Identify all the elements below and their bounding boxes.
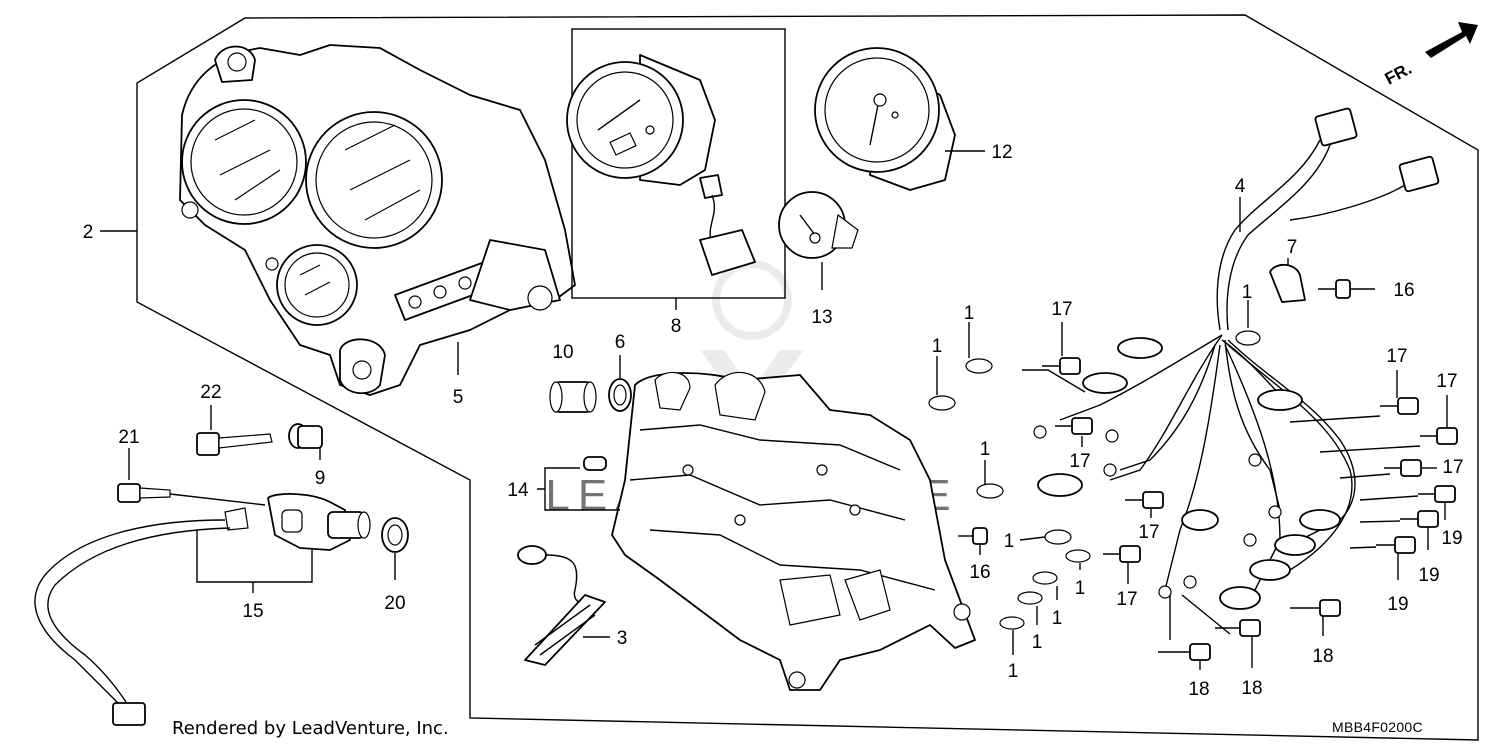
- part-label-17-c: 17: [1138, 522, 1159, 543]
- bolt-22-illustration: [196, 432, 273, 456]
- part-label-8: 8: [671, 316, 682, 337]
- part-label-1-c: 1: [932, 336, 943, 357]
- part-label-19-c: 19: [1387, 594, 1408, 615]
- part-label-1-b: 1: [964, 303, 975, 324]
- part-label-5: 5: [453, 387, 464, 408]
- part-label-1-h: 1: [1032, 632, 1043, 653]
- part-label-1-f: 1: [1075, 578, 1086, 599]
- part-label-10: 10: [552, 342, 573, 363]
- sub-harness-illustration: [517, 545, 606, 666]
- part-label-17-d: 17: [1116, 589, 1137, 610]
- washer-20-illustration: [381, 517, 409, 553]
- part-label-21: 21: [118, 427, 139, 448]
- part-label-3: 3: [617, 628, 628, 649]
- tachometer-illustration: [566, 54, 756, 276]
- part-label-1-e: 1: [1004, 531, 1015, 552]
- part-label-15: 15: [242, 601, 263, 622]
- rendered-by-footer: Rendered by LeadVenture, Inc.: [172, 718, 449, 739]
- clamp-7-illustration: [1269, 263, 1306, 303]
- part-label-19-b: 19: [1418, 565, 1439, 586]
- part-label-14: 14: [507, 480, 529, 501]
- bulb-14-illustration: [583, 456, 607, 471]
- collar-9-illustration: [288, 423, 323, 449]
- part-label-6: 6: [615, 332, 626, 353]
- sockets-18-illustration: [1158, 599, 1341, 661]
- part-label-16-lower: 16: [969, 562, 990, 583]
- sockets-17-illustration: [1042, 357, 1458, 563]
- wire-harness-illustration: [1033, 107, 1440, 610]
- part-label-16-top: 16: [1393, 280, 1414, 301]
- assembly-outline: [136, 14, 1479, 741]
- part-label-1-d: 1: [980, 439, 991, 460]
- part-label-1-g: 1: [1052, 608, 1063, 629]
- screw-16-top-illustration: [1318, 279, 1351, 299]
- speedometer-illustration: [814, 47, 956, 191]
- part-label-1-a: 1: [1242, 282, 1253, 303]
- part-label-13: 13: [811, 307, 832, 328]
- speed-sensor-illustration: [34, 493, 371, 726]
- part-label-20: 20: [384, 593, 405, 614]
- part-label-2: 2: [83, 222, 94, 243]
- tachometer-box: [571, 28, 786, 299]
- part-label-18-b: 18: [1241, 678, 1262, 699]
- bulbs-1-illustration: [928, 330, 1261, 630]
- part-label-18-c: 18: [1312, 646, 1333, 667]
- part-label-1-i: 1: [1008, 661, 1019, 682]
- direction-label: FR.: [1382, 59, 1415, 89]
- part-label-7: 7: [1287, 237, 1298, 258]
- bolt-21-illustration: [117, 483, 171, 503]
- front-direction-arrow-icon: FR.: [1382, 22, 1478, 89]
- part-label-19-a: 19: [1441, 528, 1462, 549]
- part-label-12: 12: [991, 142, 1012, 163]
- small-gauge-illustration: [778, 191, 859, 259]
- part-label-17-f: 17: [1436, 371, 1457, 392]
- part-label-18-a: 18: [1188, 679, 1209, 700]
- part-label-17-a: 17: [1051, 299, 1072, 320]
- sockets-19-illustration: [1376, 485, 1456, 554]
- case-cover-illustration: [611, 371, 976, 691]
- screw-16-lower-illustration: [958, 527, 988, 545]
- part-label-17-b: 17: [1069, 451, 1090, 472]
- socket-10-illustration: [549, 381, 597, 413]
- part-label-9: 9: [315, 468, 326, 489]
- part-label-22: 22: [200, 382, 221, 403]
- meter-case-illustration: [179, 44, 576, 396]
- part-label-17-e: 17: [1386, 346, 1407, 367]
- part-label-17-g: 17: [1442, 457, 1463, 478]
- diagram-code: MBB4F0200C: [1332, 719, 1423, 735]
- seal-6-illustration: [608, 378, 632, 412]
- part-label-4: 4: [1235, 176, 1246, 197]
